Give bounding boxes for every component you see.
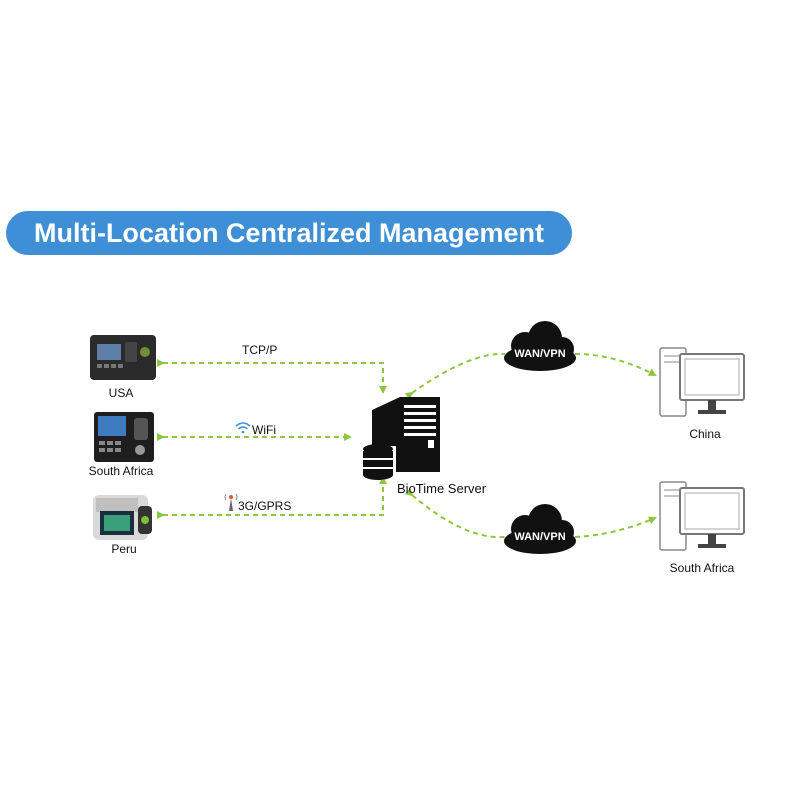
china-computer-icon [659, 347, 745, 417]
wifi-connection-label: WiFi [252, 423, 276, 437]
wan-connection-arrow-south-africa [412, 495, 655, 539]
cellular-connection-arrow [157, 476, 387, 519]
title-banner: Multi-Location Centralized Management [6, 211, 572, 255]
database-icon [360, 444, 396, 480]
biotime-server-icon [360, 397, 440, 480]
cloud-label: WAN/VPN [514, 348, 565, 360]
device-location-label: USA [108, 386, 134, 400]
cellular-connection-label: 3G/GPRS [238, 499, 292, 513]
usa-terminal-device [90, 335, 156, 380]
client-location-label: China [689, 427, 721, 441]
client-location-label: South Africa [669, 561, 735, 575]
wan-connection-arrow-china [412, 352, 655, 393]
device-location-label: South Africa [88, 464, 154, 478]
wifi-icon [235, 422, 251, 434]
cloud-label: WAN/VPN [514, 531, 565, 543]
south-africa-terminal-device [94, 412, 154, 462]
wan-vpn-cloud-icon: WAN/VPN [504, 321, 576, 371]
south-africa-computer-icon [659, 481, 745, 551]
antenna-icon [224, 493, 238, 511]
tcp-connection-arrow [157, 359, 387, 394]
peru-terminal-device [93, 495, 152, 540]
server-label: BioTime Server [397, 481, 487, 496]
wan-vpn-cloud-icon: WAN/VPN [504, 504, 576, 554]
device-location-label: Peru [111, 542, 137, 556]
tcp-connection-label: TCP/P [242, 343, 278, 357]
page-title: Multi-Location Centralized Management [33, 217, 545, 248]
